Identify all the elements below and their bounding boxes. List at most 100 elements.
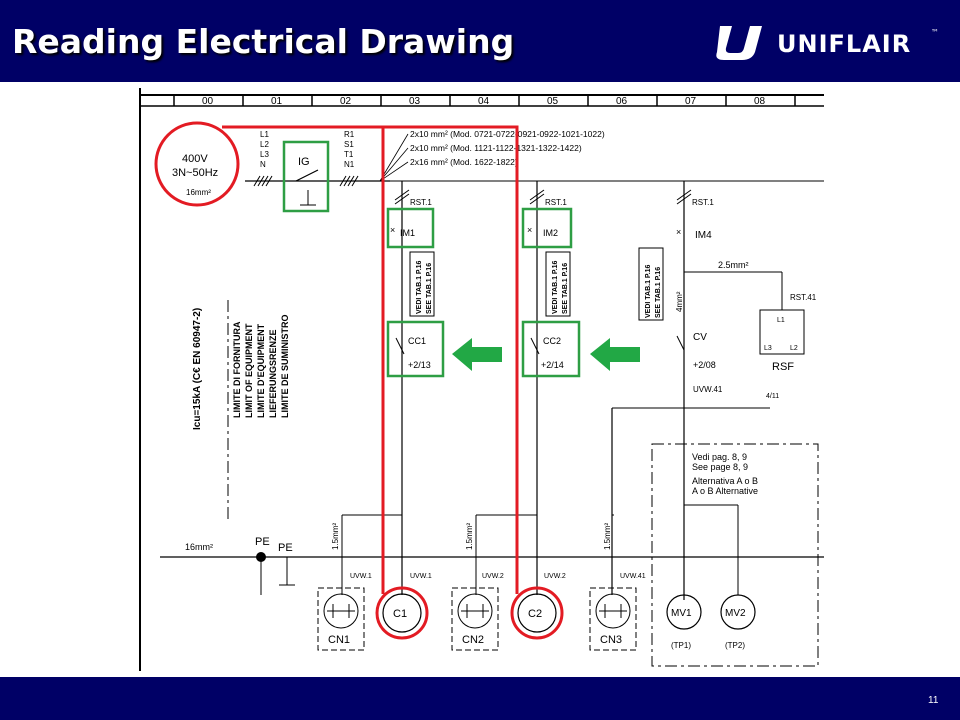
footer-bar: [0, 677, 960, 720]
cable-note-3: 2x16 mm² (Mod. 1622-1822): [410, 157, 518, 167]
uniflair-logo-icon: [716, 26, 762, 60]
phase-s1: S1: [344, 140, 354, 149]
electrical-schematic: 00 01 02 03 04 05 06 07 08 400V 3N~50Hz …: [140, 94, 824, 667]
col-03: 03: [409, 96, 421, 107]
contactor-cc1: CC1: [408, 336, 426, 346]
uvw-2b: UVW.2: [544, 573, 566, 580]
col-04: 04: [478, 96, 490, 107]
header-bar: [0, 0, 960, 82]
limit-it: LIMITE DI FORNITURA: [232, 321, 242, 418]
uvw-2a: UVW.2: [482, 573, 504, 580]
svg-text:×: ×: [676, 227, 681, 237]
im1-highlight-box: [386, 207, 435, 249]
fan-mv2: MV2: [725, 608, 746, 619]
capacitor-cn2: CN2: [462, 634, 484, 646]
alt-note-1: Vedi pag. 8, 9: [692, 452, 747, 462]
phase-r1: R1: [344, 130, 355, 139]
see-tab-1b: SEE TAB.1 P.16: [426, 263, 433, 314]
alt-note-2: See page 8, 9: [692, 462, 748, 472]
rsf-ref: 4/11: [766, 393, 779, 400]
phase-t1: T1: [344, 150, 354, 159]
phase-n: N: [260, 160, 266, 169]
cc1-highlight-box: [386, 320, 445, 378]
limit-en: LIMIT OF EQUIPMENT: [244, 323, 254, 418]
section-3: 1.5mm²: [603, 523, 612, 550]
rsf-section: 2.5mm²: [718, 260, 749, 270]
col-00: 00: [202, 96, 214, 107]
col-07: 07: [685, 96, 697, 107]
rst-1: RST.1: [410, 198, 432, 207]
limit-es: LIMITE DE SUMINISTRO: [280, 315, 290, 419]
limit-de: LIEFERUNGSRENZE: [268, 329, 278, 418]
rst-2: RST.1: [545, 198, 567, 207]
col-05: 05: [547, 96, 559, 107]
pe-label-1: PE: [255, 536, 270, 548]
ref-cv: +2/08: [693, 360, 716, 370]
supply-voltage: 400V: [182, 153, 208, 165]
fan-mv1: MV1: [671, 608, 692, 619]
arrow-left-icon-2: [590, 338, 640, 371]
rst-41: RST.41: [790, 293, 817, 302]
contactor-cv: CV: [693, 332, 707, 343]
phase-l3: L3: [260, 150, 269, 159]
alt-note-3: Alternativa A o B: [692, 476, 758, 486]
ref-cc2: +2/14: [541, 360, 564, 370]
see-tab-2a: VEDI TAB.1 P.16: [552, 260, 559, 314]
limit-fr: LIMITE D'EQUIPMENT: [256, 323, 266, 418]
fan-tp2: (TP2): [725, 641, 745, 650]
logo-trademark: ™: [931, 28, 939, 37]
uvw-1b: UVW.1: [410, 573, 432, 580]
pe-section: 16mm²: [185, 542, 213, 552]
alt-note-4: A o B Alternative: [692, 486, 758, 496]
col-01: 01: [271, 96, 283, 107]
cable-note-2: 2x10 mm² (Mod. 1121-1122-1321-1322-1422): [410, 143, 582, 153]
see-tab-3a: VEDI TAB.1 P.16: [645, 264, 652, 318]
compressor-c2: C2: [528, 608, 542, 620]
phase-l2: L2: [260, 140, 269, 149]
page-number: 11: [928, 695, 939, 706]
section-2: 1.5mm²: [465, 523, 474, 550]
main-switch-label: IG: [298, 156, 310, 168]
capacitor-cn3: CN3: [600, 634, 622, 646]
breaker-im1: IM1: [400, 228, 415, 238]
c2-highlight-circle: [510, 586, 564, 640]
uvw-1a: UVW.1: [350, 573, 372, 580]
fan-tp1: (TP1): [671, 641, 691, 650]
drawing-frame-left: [139, 88, 141, 671]
see-tab-3b: SEE TAB.1 P.16: [655, 267, 662, 318]
pe-label-2: PE: [278, 542, 293, 554]
see-tab-1a: VEDI TAB.1 P.16: [416, 260, 423, 314]
col-08: 08: [754, 96, 766, 107]
svg-text:×: ×: [527, 225, 532, 235]
rsf-l1: L1: [777, 317, 785, 324]
supply-highlight-circle: [154, 121, 240, 207]
ig-highlight-box: [282, 140, 330, 213]
uvw-41-top: UVW.41: [693, 385, 723, 394]
c1-highlight-circle: [375, 586, 429, 640]
rsf-l3: L3: [764, 345, 772, 352]
breaker-im2: IM2: [543, 228, 558, 238]
cv-section: 4mm²: [675, 291, 684, 312]
supply-section: 16mm²: [186, 188, 211, 197]
cc2-highlight-box: [521, 320, 581, 378]
see-tab-2b: SEE TAB.1 P.16: [562, 263, 569, 314]
uvw-41a: UVW.41: [620, 573, 646, 580]
capacitor-cn1: CN1: [328, 634, 350, 646]
slide-title: Reading Electrical Drawing: [12, 22, 515, 61]
section-1: 1.5mm²: [331, 523, 340, 550]
rst-3: RST.1: [692, 198, 714, 207]
phase-l1: L1: [260, 130, 269, 139]
svg-text:×: ×: [390, 225, 395, 235]
breaker-im4: IM4: [695, 230, 712, 241]
rsf-label: RSF: [772, 361, 794, 373]
compressor-c1: C1: [393, 608, 407, 620]
rsf-l2: L2: [790, 345, 798, 352]
arrow-left-icon-1: [452, 338, 502, 371]
phase-n1: N1: [344, 160, 355, 169]
col-02: 02: [340, 96, 352, 107]
logo-wordmark: UNIFLAIR: [777, 30, 912, 58]
col-06: 06: [616, 96, 628, 107]
red-circuit-highlight: [381, 125, 519, 594]
ref-cc1: +2/13: [408, 360, 431, 370]
cable-note-1: 2x10 mm² (Mod. 0721-0722-0921-0922-1021-…: [410, 129, 605, 139]
